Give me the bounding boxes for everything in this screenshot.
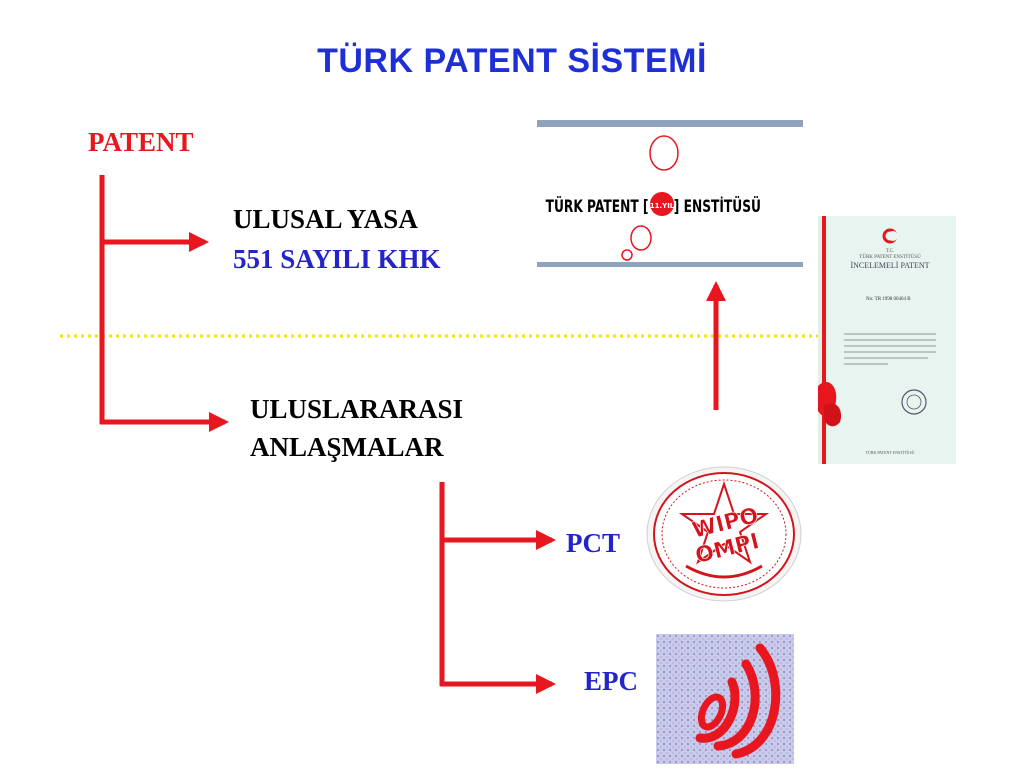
wipo-logo: WIPO OMPI [646,466,802,602]
tpe-text-right: ] ENSTİTÜSÜ [674,196,761,217]
page-title: TÜRK PATENT SİSTEMİ [317,42,707,80]
node-patent: PATENT [88,127,194,157]
cert-heading: İNCELEMELİ PATENT [850,261,929,270]
node-uluslararasi: ULUSLARARASI [250,394,464,424]
node-pct: PCT [566,528,620,558]
node-ulusal-yasa: ULUSAL YASA [233,204,418,234]
node-anlasmalar: ANLAŞMALAR [250,432,444,462]
tpe-text-left: TÜRK PATENT [ [546,196,649,217]
node-551-khk: 551 SAYILI KHK [233,244,441,274]
node-epc: EPC [584,666,638,696]
patent-certificate-image: T.C. TÜRK PATENT ENSTİTÜSÜ İNCELEMELİ PA… [818,216,956,464]
tpe-logo: TÜRK PATENT [ 11.YIL ] ENSTİTÜSÜ [537,120,803,270]
epo-logo [656,634,794,764]
cert-line1: T.C. [886,249,895,254]
cert-footer: TÜRK PATENT ENSTİTÜSÜ [865,450,914,455]
cert-number: No: TR 1998 00464 B [866,297,911,302]
cert-line2: TÜRK PATENT ENSTİTÜSÜ [859,254,921,260]
tpe-badge: 11.YIL [650,202,675,210]
